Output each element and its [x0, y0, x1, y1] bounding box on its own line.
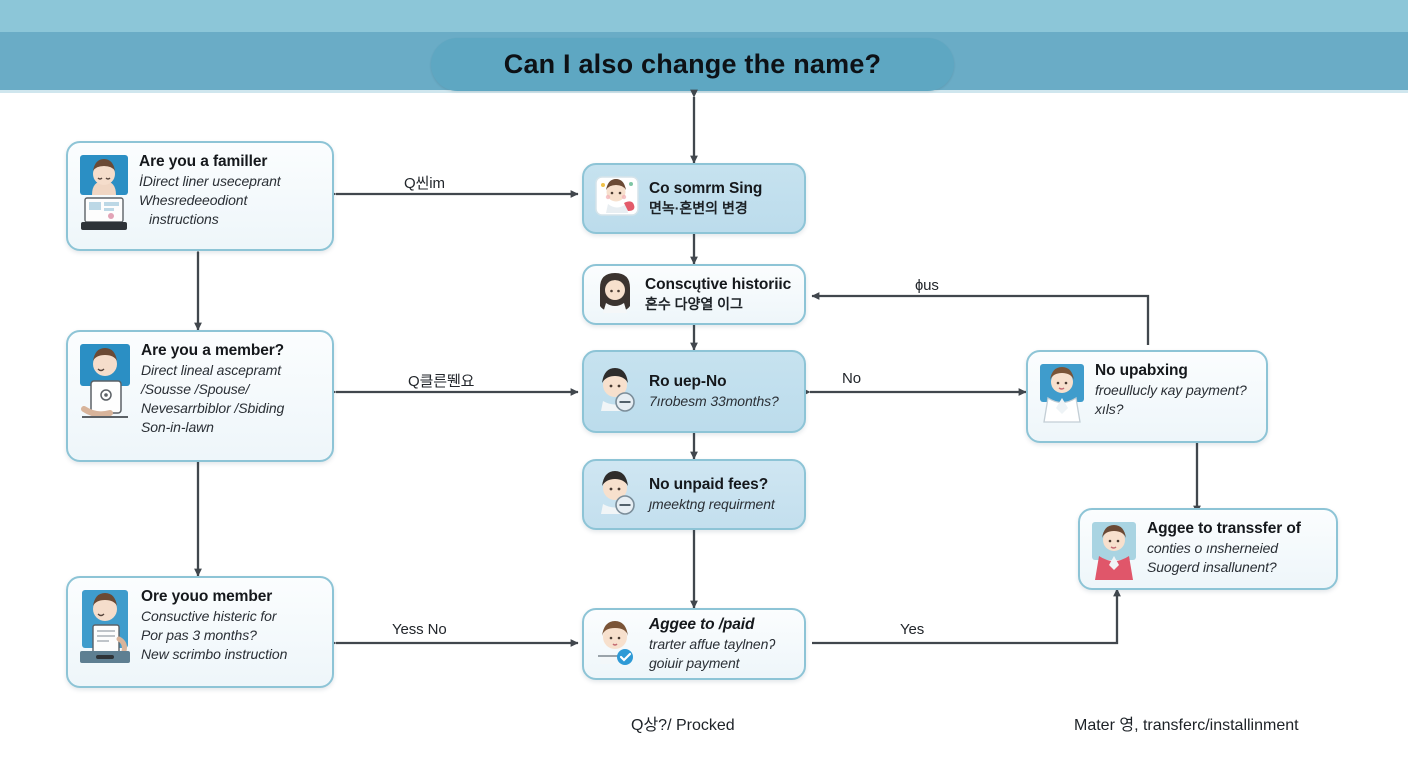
node-line-0: Consuctive histeric for	[141, 608, 277, 625]
person-check-icon	[594, 618, 640, 671]
node-text: Ore youo member Consuctive histeric for …	[141, 587, 320, 664]
node-no-upabxing[interactable]: No upabxing froeullucly ĸay payment? xıl…	[1026, 350, 1268, 443]
node-heading: Aggee to transsfer of	[1147, 520, 1301, 537]
node-line-3: Son-in-lawn	[141, 419, 214, 436]
node-line-0: 면녹·혼변의 변경	[649, 200, 748, 217]
person-desk-icon	[78, 343, 132, 432]
person-denied-icon	[594, 365, 640, 418]
node-line-1: xıls?	[1095, 401, 1124, 418]
node-text: No upabxing froeullucly ĸay payment? xıl…	[1095, 361, 1254, 419]
person-denied-icon	[594, 468, 640, 521]
node-line-0: İDirect liner useceprant	[139, 173, 281, 190]
woman-long-hair-icon	[594, 270, 636, 319]
node-heading: Ro uep-No	[649, 372, 727, 390]
node-consecutive-historic[interactable]: Conscųtive historiic 혼수 다양열 이그	[582, 264, 806, 325]
node-text: Are you a familler İDirect liner usecepr…	[139, 152, 320, 229]
node-text: No unpaid fees? ȷmeektng requirment	[649, 475, 792, 514]
node-line-0: froeullucly ĸay payment?	[1095, 382, 1247, 399]
node-line-1: Suoɡerd insallunent?	[1147, 559, 1277, 576]
caption-center: Q상?/ Procked	[631, 717, 735, 734]
header-band-top	[0, 0, 1408, 32]
node-agee-to-transsfer[interactable]: Aggee to transsfer of conties o ınsherne…	[1078, 508, 1338, 590]
node-line-1: /Sousse /Spouse/	[141, 381, 250, 398]
node-line-0: trarter affue taylnenʔ	[649, 636, 776, 653]
node-no-unpaid-fees[interactable]: No unpaid fees? ȷmeektng requirment	[582, 459, 806, 530]
node-heading: Are you a member?	[141, 342, 285, 359]
node-text: Agɡee to /paid trarter affue taylnenʔ ɡo…	[649, 615, 792, 673]
node-line-2: New scrimbo instruction	[141, 646, 288, 663]
person-red-shirt-icon	[1090, 521, 1138, 588]
node-line-1: Por pas 3 months?	[141, 627, 257, 644]
node-are-you-a-member[interactable]: Are you a member? Direct lineal ascepram…	[66, 330, 334, 462]
edge-label-top-left: Q씬im	[404, 175, 445, 192]
node-heading: Co somrm Sing	[649, 179, 763, 197]
node-agee-to-paid-transfer[interactable]: Agɡee to /paid trarter affue taylnenʔ ɡo…	[582, 608, 806, 680]
person-document-icon	[78, 589, 132, 676]
node-text: Are you a member? Direct lineal ascepram…	[141, 341, 320, 437]
page-title-pill: Can I also change the name?	[431, 38, 954, 91]
edge-label-bottom-left: Yess No	[392, 621, 447, 638]
node-line-0: 혼수 다양열 이그	[645, 296, 743, 313]
edge-label-right-yes: Yes	[900, 621, 925, 638]
node-heading: Conscųtive historiic	[645, 275, 792, 293]
node-line-0: conties o ınsherneied	[1147, 540, 1278, 557]
caption-right: Mater 영, transferc/installinment	[1074, 717, 1299, 734]
edge-label-right-upper: ɸus	[915, 277, 939, 294]
node-line-1: ɡoiuir payment	[649, 655, 740, 672]
edge-label-right-no: No	[842, 370, 861, 387]
node-heading: Agɡee to /paid	[649, 615, 755, 633]
node-text: Aggee to transsfer of conties o ınsherne…	[1147, 519, 1324, 577]
node-text: Conscųtive historiic 혼수 다양열 이그	[645, 275, 792, 314]
node-line-2: Nevesarrbiblor /Sbiding	[141, 400, 285, 417]
node-ore-youo-member[interactable]: Ore youo member Consuctive histeric for …	[66, 576, 334, 688]
person-laptop-icon	[78, 154, 130, 237]
node-heading: Ore youo member	[141, 588, 273, 605]
node-co-somrm-sing[interactable]: Co somrm Sing 면녹·혼변의 변경	[582, 163, 806, 234]
node-text: Co somrm Sing 면녹·혼변의 변경	[649, 179, 792, 218]
node-heading: No upabxing	[1095, 362, 1188, 379]
node-line-0: 7ırobesm 33months?	[649, 393, 779, 410]
node-line-0: Direct lineal ascepramt	[141, 362, 282, 379]
person-celebrate-icon	[594, 173, 640, 224]
node-are-you-a-familler[interactable]: Are you a familler İDirect liner usecepr…	[66, 141, 334, 251]
person-uniform-icon	[1038, 363, 1086, 430]
node-line-0: ȷmeektng requirment	[649, 496, 775, 513]
node-ro-uep-no[interactable]: Ro uep-No 7ırobesm 33months?	[582, 350, 806, 433]
page-title: Can I also change the name?	[503, 49, 882, 79]
node-heading: No unpaid fees?	[649, 475, 769, 493]
node-text: Ro uep-No 7ırobesm 33months?	[649, 372, 792, 411]
node-heading: Are you a familler	[139, 153, 268, 170]
edge-label-mid-left: Q클른뛘요	[408, 373, 475, 390]
header-band-edge	[0, 90, 1408, 93]
node-line-1: Whesredeeodiont	[139, 192, 248, 209]
node-line-2: instructions	[149, 211, 219, 228]
